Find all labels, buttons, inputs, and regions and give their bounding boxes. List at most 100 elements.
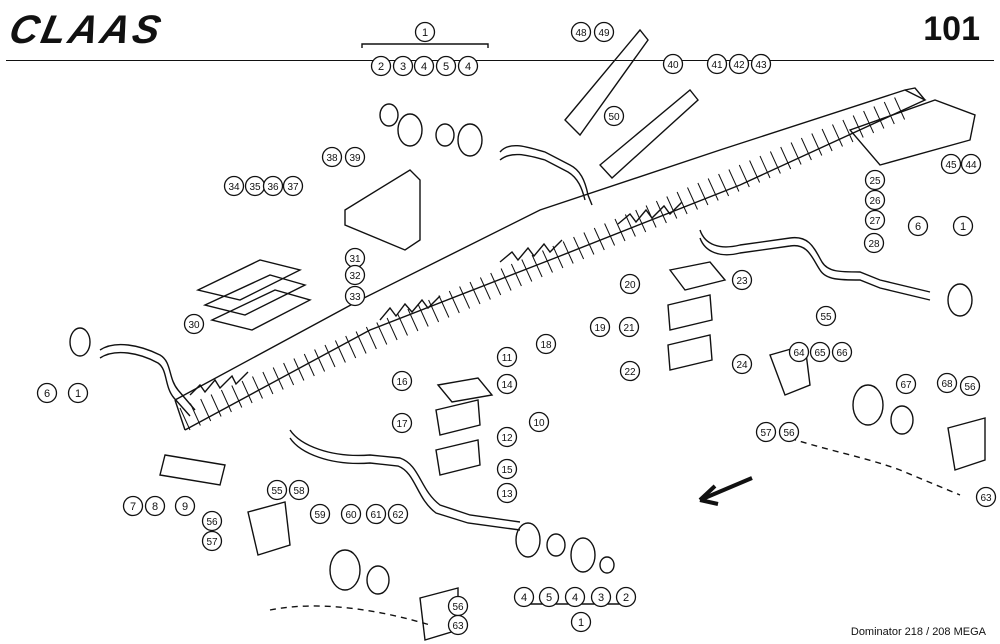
callout-45: 45 [940,153,962,175]
callout-label: 55 [820,312,832,323]
callout-label: 7 [130,501,136,513]
callout-57: 57 [201,530,223,552]
callout-circle [615,586,637,608]
callout-circle [144,495,166,517]
callout-circle [496,458,518,480]
callout-circle [392,55,414,77]
callout-circle [387,503,409,525]
callout-circle [815,305,837,327]
callout-label: 1 [75,388,81,400]
callout-label: 40 [667,60,679,71]
callout-circle [750,53,772,75]
callout-label: 66 [836,348,848,359]
callout-13: 13 [496,482,518,504]
callout-circle [975,486,997,508]
callout-label: 1 [422,27,428,39]
callout-label: 3 [400,61,406,73]
callout-circle [414,21,436,43]
page-number: 101 [923,10,980,48]
callout-label: 4 [572,592,578,604]
callout-label: 18 [540,340,552,351]
callout-circle [603,105,625,127]
direction-arrow [698,476,753,506]
callout-circle [593,21,615,43]
callout-label: 67 [900,380,912,391]
callout-label: 2 [378,61,384,73]
callout-circle [940,153,962,175]
callout-56: 56 [778,421,800,443]
callout-14: 14 [496,373,518,395]
callout-label: 9 [182,501,188,513]
callout-50: 50 [603,105,625,127]
callout-circle [391,412,413,434]
callout-circle [496,426,518,448]
callout-63: 63 [447,614,469,636]
callout-label: 6 [915,221,921,233]
callout-58: 58 [288,479,310,501]
step-plates [195,259,312,331]
lower-crankshaft [99,343,521,531]
callout-label: 1 [960,221,966,233]
callout-circle [122,495,144,517]
callout-label: 4 [465,61,471,73]
callout-3: 3 [590,586,612,608]
callout-circle [706,53,728,75]
callout-label: 48 [575,28,587,39]
callout-label: 31 [349,254,361,265]
callout-label: 5 [546,592,552,604]
callout-5: 5 [538,586,560,608]
guide-plates [344,28,976,251]
callout-17: 17 [391,412,413,434]
callout-label: 68 [941,379,953,390]
callout-circle [535,333,557,355]
callout-label: 38 [326,153,338,164]
callout-circle [344,264,366,286]
callout-27: 27 [864,209,886,231]
callout-37: 37 [282,175,304,197]
callout-circle [344,146,366,168]
callout-label: 64 [793,348,805,359]
callout-4: 4 [564,586,586,608]
callout-circle [895,373,917,395]
callout-63: 63 [975,486,997,508]
callout-31: 31 [344,247,366,269]
callout-4: 4 [413,55,435,77]
callout-label: 20 [624,280,636,291]
callout-label: 5 [443,61,449,73]
callout-16: 16 [391,370,413,392]
callout-circle [619,273,641,295]
callout-44: 44 [960,153,982,175]
header-rule [6,60,994,61]
callout-circle [959,375,981,397]
callout-18: 18 [535,333,557,355]
callout-circle [223,175,245,197]
callout-7: 7 [122,495,144,517]
callout-circle [731,353,753,375]
upper-crankshaft [499,144,931,301]
model-label: Dominator 218 / 208 MEGA [850,626,986,638]
callout-circle [778,421,800,443]
callout-33: 33 [344,285,366,307]
callout-25: 25 [864,169,886,191]
callout-49: 49 [593,21,615,43]
callout-circle [538,586,560,608]
callout-label: 1 [578,617,584,629]
callout-circle [619,360,641,382]
callout-4: 4 [513,586,535,608]
callout-67: 67 [895,373,917,395]
callout-circle [309,503,331,525]
callout-label: 45 [945,160,957,171]
callout-1: 1 [952,215,974,237]
callout-circle [731,269,753,291]
callout-label: 21 [623,323,635,334]
top-bearing-group [361,43,489,157]
callout-label: 33 [349,292,361,303]
callout-label: 25 [869,176,881,187]
callout-8: 8 [144,495,166,517]
callout-circle [447,614,469,636]
callout-label: 57 [206,537,218,548]
callout-label: 36 [267,182,279,193]
callout-circle [863,232,885,254]
callout-circle [266,479,288,501]
